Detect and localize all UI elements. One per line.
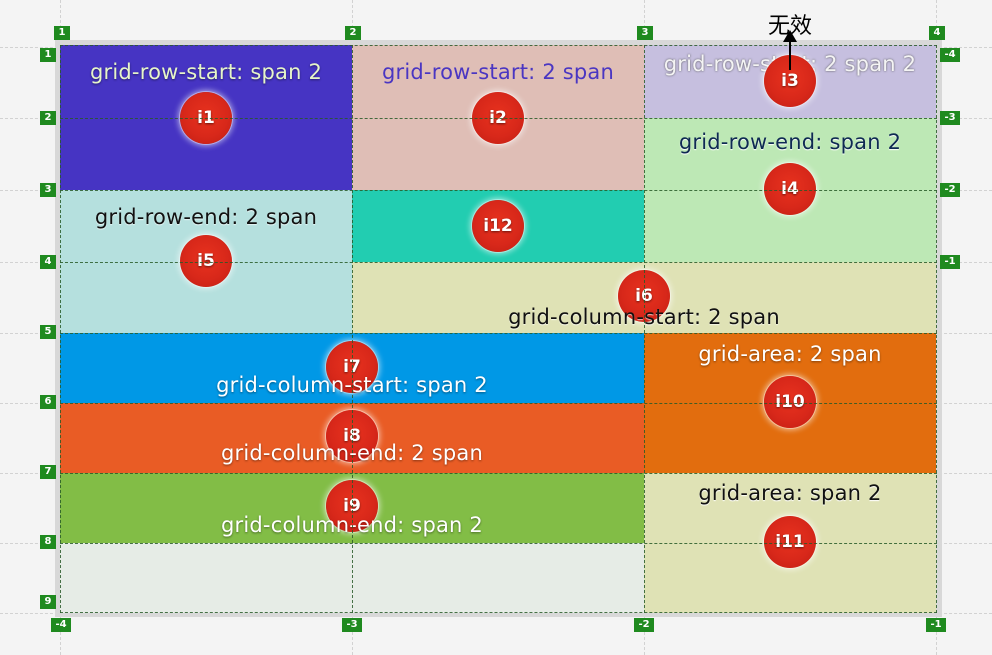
row-line-number: 1 <box>40 48 56 62</box>
row-line-number: 9 <box>40 595 56 609</box>
column-line-number: -2 <box>634 618 654 632</box>
row-line-number: 5 <box>40 325 56 339</box>
column-line-number: -1 <box>926 618 946 632</box>
grid-line <box>644 45 645 613</box>
grid-line <box>60 403 937 404</box>
arrow-up-icon <box>783 30 797 70</box>
grid-line <box>60 118 937 119</box>
item-label: grid-area: span 2 <box>698 481 882 505</box>
item-label: grid-row-end: 2 span <box>94 205 318 229</box>
column-line-number: 3 <box>637 26 653 40</box>
column-line-number: 2 <box>345 26 361 40</box>
grid-line <box>60 45 937 46</box>
grid-line <box>60 45 61 613</box>
grid-line <box>60 190 937 191</box>
item-label: grid-column-end: 2 span <box>221 441 483 465</box>
item-label: grid-area: 2 span <box>698 342 882 366</box>
row-line-number: 2 <box>40 111 56 125</box>
row-line-number: -3 <box>940 111 960 125</box>
grid-line <box>352 45 353 613</box>
grid-line <box>60 333 937 334</box>
item-label: grid-row-end: span 2 <box>678 130 902 154</box>
grid-item-i12: i12 <box>352 190 644 262</box>
row-line-number: 4 <box>40 255 56 269</box>
item-label: grid-column-start: 2 span <box>508 305 780 329</box>
grid-line <box>60 473 937 474</box>
item-badge: i11 <box>764 516 816 568</box>
column-line-number: -3 <box>342 618 362 632</box>
grid-item-i3: grid-row-start: 2 span 2 i3 <box>644 45 936 118</box>
grid-line <box>936 45 937 613</box>
item-badge: i10 <box>764 376 816 428</box>
column-line-number: 4 <box>929 26 945 40</box>
column-line-number: -4 <box>51 618 71 632</box>
row-line-number: 6 <box>40 395 56 409</box>
row-line-number: 8 <box>40 535 56 549</box>
grid-item-i5: grid-row-end: 2 span i5 <box>60 190 352 333</box>
grid-line <box>60 612 937 613</box>
item-label: grid-row-start: span 2 <box>89 60 323 84</box>
row-line-number: -1 <box>940 255 960 269</box>
row-line-number: -2 <box>940 183 960 197</box>
item-badge: i4 <box>764 163 816 215</box>
column-line-number: 1 <box>54 26 70 40</box>
item-label: grid-column-start: span 2 <box>216 373 488 397</box>
item-badge: i5 <box>180 235 232 287</box>
item-badge: i12 <box>472 200 524 252</box>
grid-line <box>60 262 937 263</box>
grid-line <box>60 543 937 544</box>
row-line-number: 3 <box>40 183 56 197</box>
item-label: grid-column-end: span 2 <box>221 513 483 537</box>
item-badge: i3 <box>764 55 816 107</box>
row-line-number: -4 <box>940 48 960 62</box>
item-label: grid-row-start: 2 span <box>381 60 615 84</box>
row-line-number: 7 <box>40 465 56 479</box>
